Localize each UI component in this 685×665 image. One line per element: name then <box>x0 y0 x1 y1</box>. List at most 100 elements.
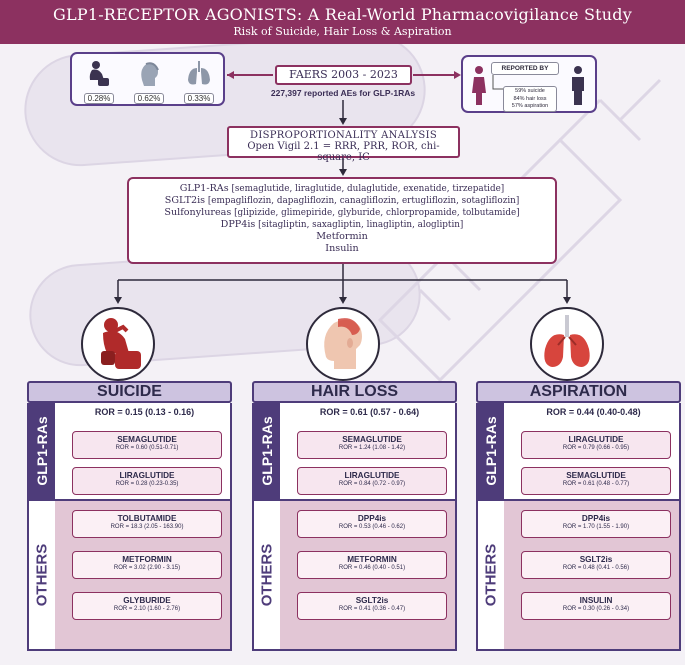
faers-label: FAERS 2003 - 2023 <box>275 65 412 85</box>
drug-box: DPP4is ROR = 0.53 (0.46 - 0.62) <box>297 510 447 538</box>
drug-name: INSULIN <box>579 596 613 605</box>
drug-ror: ROR = 18.3 (2.05 - 163.90) <box>110 524 184 530</box>
analysis-methods: Open Vigil 2.1 = RRR, PRR, ROR, chi-squa… <box>247 141 440 163</box>
drug-name: METFORMIN <box>347 555 397 564</box>
panel-title: ASPIRATION <box>476 381 681 403</box>
reported-by-label: REPORTED BY <box>491 62 559 75</box>
drug-ror: ROR = 0.30 (0.26 - 0.34) <box>562 606 630 612</box>
drug-ror: ROR = 0.53 (0.46 - 0.62) <box>338 524 406 530</box>
panel-title: HAIR LOSS <box>252 381 457 403</box>
drug-box: INSULIN ROR = 0.30 (0.26 - 0.34) <box>521 592 671 620</box>
others-side-text: OTHERS <box>482 543 500 607</box>
stat-suicide: 0.28% <box>78 58 120 106</box>
panel-glp-section: GLP1-RAs ROR = 0.15 (0.13 - 0.16) SEMAGL… <box>27 403 232 501</box>
suicide-icon <box>89 61 109 86</box>
drug-ror: ROR = 2.10 (1.60 - 2.76) <box>113 606 181 612</box>
others-side-label: OTHERS <box>478 501 504 649</box>
drug-name: LIRAGLUTIDE <box>344 471 400 480</box>
drug-box: SEMAGLUTIDE ROR = 0.60 (0.51-0.71) <box>72 431 222 459</box>
lungs-icon <box>530 307 604 381</box>
drug-box: DPP4is ROR = 1.70 (1.55 - 1.90) <box>521 510 671 538</box>
reported-by-stats: 59% suicide 84% hair loss 57% aspiration <box>503 86 557 112</box>
drug-class-row: Metformin <box>129 231 555 243</box>
stat-hair-loss: 0.62% <box>128 58 170 106</box>
drug-class-row: Sulfonylureas [glipizide, glimepiride, g… <box>129 207 555 219</box>
panel-hair-loss: HAIR LOSS GLP1-RAs ROR = 0.61 (0.57 - 0.… <box>252 381 457 651</box>
drug-box: LIRAGLUTIDE ROR = 0.79 (0.66 - 0.95) <box>521 431 671 459</box>
drug-box: GLYBURIDE ROR = 2.10 (1.60 - 2.76) <box>72 592 222 620</box>
others-side-label: OTHERS <box>254 501 280 649</box>
hair-loss-head-icon <box>306 307 380 381</box>
panel-title: SUICIDE <box>27 381 232 403</box>
glp-side-label: GLP1-RAs <box>254 403 280 499</box>
drug-ror: ROR = 0.79 (0.66 - 0.95) <box>562 445 630 451</box>
drug-name: TOLBUTAMIDE <box>117 514 177 523</box>
lungs-icon <box>188 61 210 85</box>
suicide-icon <box>81 307 155 381</box>
panel-others-section: OTHERS DPP4is ROR = 0.53 (0.46 - 0.62) M… <box>252 501 457 651</box>
drug-ror: ROR = 0.46 (0.40 - 0.51) <box>338 565 406 571</box>
drug-box: SEMAGLUTIDE ROR = 0.61 (0.48 - 0.77) <box>521 467 671 495</box>
analysis-title: DISPROPORTIONALITY ANALYSIS <box>250 130 437 141</box>
drug-name: SGLT2is <box>579 555 613 564</box>
drug-name: DPP4is <box>357 514 387 523</box>
panel-suicide: SUICIDE GLP1-RAs ROR = 0.15 (0.13 - 0.16… <box>27 381 232 651</box>
drug-class-members: [semaglutide, liraglutide, dulaglutide, … <box>228 184 505 194</box>
hair-loss-illustration <box>304 305 382 388</box>
drug-box: LIRAGLUTIDE ROR = 0.84 (0.72 - 0.97) <box>297 467 447 495</box>
reported-stat-hair-loss: 84% hair loss <box>513 95 547 102</box>
overall-ror: ROR = 0.61 (0.57 - 0.64) <box>319 407 420 417</box>
panel-glp-section: GLP1-RAs ROR = 0.44 (0.40-0.48) LIRAGLUT… <box>476 403 681 501</box>
drug-class-members: [glipizide, glimepiride, glyburide, chlo… <box>231 208 520 218</box>
analysis-box: DISPROPORTIONALITY ANALYSIS Open Vigil 2… <box>227 126 460 163</box>
faers-subtitle: 227,397 reported AEs for GLP-1RAs <box>270 88 416 98</box>
drug-box: SGLT2is ROR = 0.41 (0.36 - 0.47) <box>297 592 447 620</box>
glp-side-text: GLP1-RAs <box>483 416 499 486</box>
drug-ror: ROR = 0.84 (0.72 - 0.97) <box>338 481 406 487</box>
drug-class-name: DPP4is <box>220 219 256 230</box>
drug-ror: ROR = 0.60 (0.51-0.71) <box>115 445 179 451</box>
drug-class-name: Insulin <box>325 243 359 254</box>
drug-ror: ROR = 1.24 (1.08 - 1.42) <box>338 445 406 451</box>
drug-name: SEMAGLUTIDE <box>566 471 626 480</box>
drug-box: SEMAGLUTIDE ROR = 1.24 (1.08 - 1.42) <box>297 431 447 459</box>
glp-side-text: GLP1-RAs <box>259 416 275 486</box>
overall-ror: ROR = 0.15 (0.13 - 0.16) <box>94 407 195 417</box>
panel-others-section: OTHERS TOLBUTAMIDE ROR = 18.3 (2.05 - 16… <box>27 501 232 651</box>
hair-loss-head-icon <box>141 62 159 86</box>
drug-box: METFORMIN ROR = 0.46 (0.40 - 0.51) <box>297 551 447 579</box>
stat-percent: 0.62% <box>133 93 165 104</box>
drug-box: TOLBUTAMIDE ROR = 18.3 (2.05 - 163.90) <box>72 510 222 538</box>
drug-class-members: [sitagliptin, saxagliptin, linagliptin, … <box>255 220 464 230</box>
glp-side-text: GLP1-RAs <box>34 416 50 486</box>
glp-side-label: GLP1-RAs <box>29 403 55 499</box>
drug-classes-box: GLP1-RAs [semaglutide, liraglutide, dula… <box>127 177 557 264</box>
drug-ror: ROR = 0.28 (0.23-0.35) <box>115 481 179 487</box>
female-icon <box>472 66 486 105</box>
drug-ror: ROR = 0.41 (0.36 - 0.47) <box>338 606 406 612</box>
stat-aspiration: 0.33% <box>178 58 220 106</box>
drug-name: SEMAGLUTIDE <box>342 435 402 444</box>
drug-class-name: Sulfonylureas <box>164 207 232 218</box>
reported-stat-suicide: 59% suicide <box>515 88 545 94</box>
drug-name: SEMAGLUTIDE <box>117 435 177 444</box>
drug-ror: ROR = 1.70 (1.55 - 1.90) <box>562 524 630 530</box>
drug-box: METFORMIN ROR = 3.02 (2.90 - 3.15) <box>72 551 222 579</box>
drug-name: METFORMIN <box>122 555 172 564</box>
drug-class-name: Metformin <box>316 231 368 242</box>
aspiration-illustration <box>528 305 606 388</box>
drug-name: LIRAGLUTIDE <box>119 471 175 480</box>
drug-box: SGLT2is ROR = 0.48 (0.41 - 0.56) <box>521 551 671 579</box>
overall-ror: ROR = 0.44 (0.40-0.48) <box>546 407 641 417</box>
drug-box: LIRAGLUTIDE ROR = 0.28 (0.23-0.35) <box>72 467 222 495</box>
adverse-event-stats-box: 0.28% 0.62% 0.33% <box>70 52 225 106</box>
drug-ror: ROR = 0.48 (0.41 - 0.56) <box>562 565 630 571</box>
reported-stat-aspiration: 57% aspiration <box>511 103 549 109</box>
drug-name: SGLT2is <box>355 596 389 605</box>
reported-by-box: REPORTED BY 59% suicide 84% hair loss 57… <box>461 55 597 113</box>
faers-connector-arrows <box>227 71 461 79</box>
page-subtitle: Risk of Suicide, Hair Loss & Aspiration <box>233 25 452 38</box>
panel-others-section: OTHERS DPP4is ROR = 1.70 (1.55 - 1.90) S… <box>476 501 681 651</box>
reported-by-pointer <box>492 75 503 90</box>
stat-percent: 0.28% <box>83 93 115 104</box>
